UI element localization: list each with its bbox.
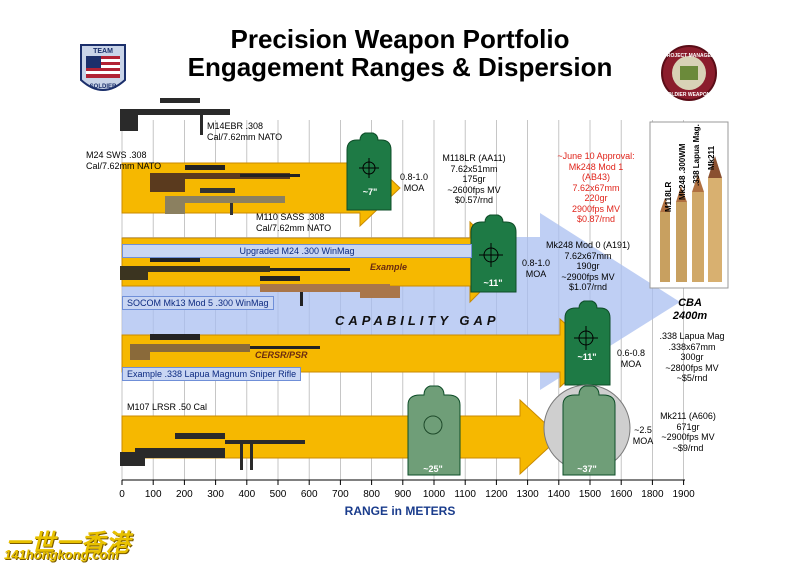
title-line-1: Precision Weapon Portfolio — [230, 24, 570, 54]
axis-tick-label: 1100 — [454, 489, 476, 500]
label-m110: M110 SASS .308 Cal/7.62mm NATO — [256, 212, 332, 233]
target-upgraded-m24 — [470, 214, 517, 293]
range-axis-ticks — [121, 480, 685, 485]
cartridges-image — [649, 121, 729, 289]
label-cersr: CERSR/PSR — [255, 350, 308, 360]
ammo-mk248-mod1: ~June 10 Approval: Mk248 Mod 1 (AB43) 7.… — [557, 151, 635, 224]
moa-lapua: 0.6-0.8 MOA — [616, 348, 646, 369]
target-label-m107: ~25" — [423, 464, 443, 474]
rifle-m110-image — [165, 188, 285, 215]
pm-soldier-weapons-logo: PROJECT MANAGER SOLDIER WEAPONS — [661, 45, 717, 101]
axis-tick-label: 100 — [144, 489, 162, 500]
banner-socom-mk13: SOCOM Mk13 Mod 5 .300 WinMag — [122, 296, 274, 310]
svg-text:TEAM: TEAM — [93, 48, 113, 55]
axis-tick-label: 1800 — [641, 489, 664, 500]
rifle-m107-image — [120, 433, 305, 470]
target-label-upgraded-m24: ~11" — [483, 278, 503, 288]
axis-tick-label: 0 — [119, 489, 125, 500]
target-m118 — [346, 132, 392, 211]
axis-tick-label: 1200 — [485, 489, 508, 500]
target-mk211 — [543, 384, 631, 476]
svg-text:SOLDIER: SOLDIER — [90, 84, 117, 90]
axis-tick-label: 1000 — [422, 489, 446, 500]
axis-tick-label: 200 — [176, 489, 193, 500]
cartridge-label-m118lr: M118LR — [664, 181, 673, 212]
cartridge-label-mk211: Mk211 — [707, 145, 716, 170]
target-label-m118: ~7" — [362, 187, 378, 197]
moa-mk248-mod0: 0.8-1.0 MOA — [521, 258, 551, 279]
target-label-lapua: ~11" — [577, 352, 597, 362]
capability-gap-label: CAPABILITY GAP — [335, 313, 500, 328]
target-label-mk211: ~37" — [577, 464, 597, 474]
axis-tick-label: 500 — [269, 489, 287, 500]
watermark-url: 141hongkong.com — [4, 547, 119, 562]
ammo-lapua: .338 Lapua Mag .338x67mm 300gr ~2800fps … — [659, 331, 725, 383]
axis-tick-label: 1500 — [578, 489, 602, 500]
banner-upgraded-m24: Upgraded M24 .300 WinMag — [122, 244, 472, 258]
axis-tick-label: 600 — [300, 489, 318, 500]
ammo-mk211: Mk211 (A606) 671gr ~2900fps MV ~$9/rnd — [660, 411, 716, 453]
ammo-mk248-mod0: Mk248 Mod 0 (A191) 7.62x67mm 190gr ~2900… — [545, 240, 631, 292]
label-m24: M24 SWS .308 Cal/7.62mm NATO — [86, 150, 162, 171]
banner-lapua-rifle: Example .338 Lapua Magnum Sniper Rifle — [122, 367, 302, 381]
svg-text:PROJECT MANAGER: PROJECT MANAGER — [664, 53, 715, 59]
label-m14ebr: M14EBR .308 Cal/7.62mm NATO — [207, 121, 283, 142]
axis-tick-label: 300 — [207, 489, 224, 500]
axis-tick-label: 400 — [238, 489, 256, 500]
title-line-2: Engagement Ranges & Dispersion — [187, 52, 613, 82]
rifle-cersr-image — [130, 334, 320, 360]
axis-title: RANGE in METERS — [344, 504, 456, 518]
axis-tick-label: 1600 — [610, 489, 633, 500]
axis-tick-label: 1300 — [516, 489, 539, 500]
svg-text:SOLDIER WEAPONS: SOLDIER WEAPONS — [664, 92, 714, 98]
rifle-upgraded-m24-image — [120, 256, 350, 280]
axis-tick-label: 1400 — [547, 489, 570, 500]
cartridge-label-mk248: Mk248 .300WM — [678, 143, 687, 200]
target-m107 — [407, 385, 461, 476]
moa-m118: 0.8-1.0 MOA — [399, 172, 429, 193]
axis-tick-label: 1900 — [672, 489, 695, 500]
rifle-m24-image — [150, 165, 300, 192]
axis-tick-label: 800 — [363, 489, 380, 500]
target-lapua — [564, 300, 611, 386]
label-example: Example — [370, 262, 408, 272]
axis-tick-label: 700 — [332, 489, 349, 500]
watermark-text: 一世一香港 — [6, 530, 131, 557]
team-soldier-logo: TEAM SOLDIER — [80, 44, 126, 91]
axis-tick-label: 900 — [394, 489, 412, 500]
ammo-m118lr: M118LR (AA11) 7.62x51mm 175gr ~2600fps M… — [442, 153, 506, 205]
moa-mk211: ~2.5 MOA — [632, 425, 654, 446]
rifle-socom-mk13-image — [260, 276, 400, 306]
rifle-m14ebr-image — [120, 98, 230, 135]
label-m107: M107 LRSR .50 Cal — [127, 402, 208, 412]
cartridge-label-lapua: .338 Lapua Mag. — [692, 124, 701, 186]
